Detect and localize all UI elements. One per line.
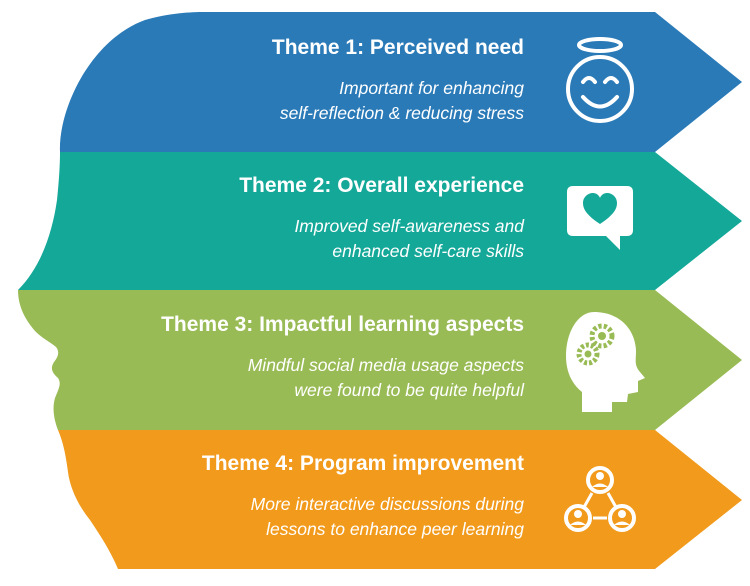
- theme-4-band: [58, 430, 742, 569]
- theme-1-description: Important for enhancing self-reflection …: [279, 78, 524, 123]
- theme-1-text: Theme 1: Perceived need Important for en…: [272, 35, 524, 126]
- head-gears-icon: [566, 312, 645, 412]
- theme-3-text: Theme 3: Impactful learning aspects Mind…: [161, 312, 524, 403]
- theme-2-title: Theme 2: Overall experience: [239, 174, 524, 197]
- theme-2-text: Theme 2: Overall experience Improved sel…: [239, 173, 524, 264]
- theme-3-description: Mindful social media usage aspects were …: [247, 355, 524, 400]
- theme-4-title: Theme 4: Program improvement: [201, 452, 524, 475]
- theme-2-description: Improved self-awareness and enhanced sel…: [294, 216, 524, 261]
- theme-1-title: Theme 1: Perceived need: [271, 36, 524, 59]
- theme-2-band: [18, 152, 742, 290]
- theme-1-band: [59, 12, 742, 152]
- theme-3-title: Theme 3: Impactful learning aspects: [161, 313, 524, 336]
- theme-3-band: [18, 290, 742, 430]
- theme-4-text: Theme 4: Program improvement More intera…: [202, 451, 524, 542]
- heart-chat-bubble-icon: [567, 186, 633, 250]
- smiley-halo-icon: [566, 37, 634, 123]
- people-network-icon: [564, 466, 636, 532]
- theme-4-description: More interactive discussions during less…: [250, 494, 524, 539]
